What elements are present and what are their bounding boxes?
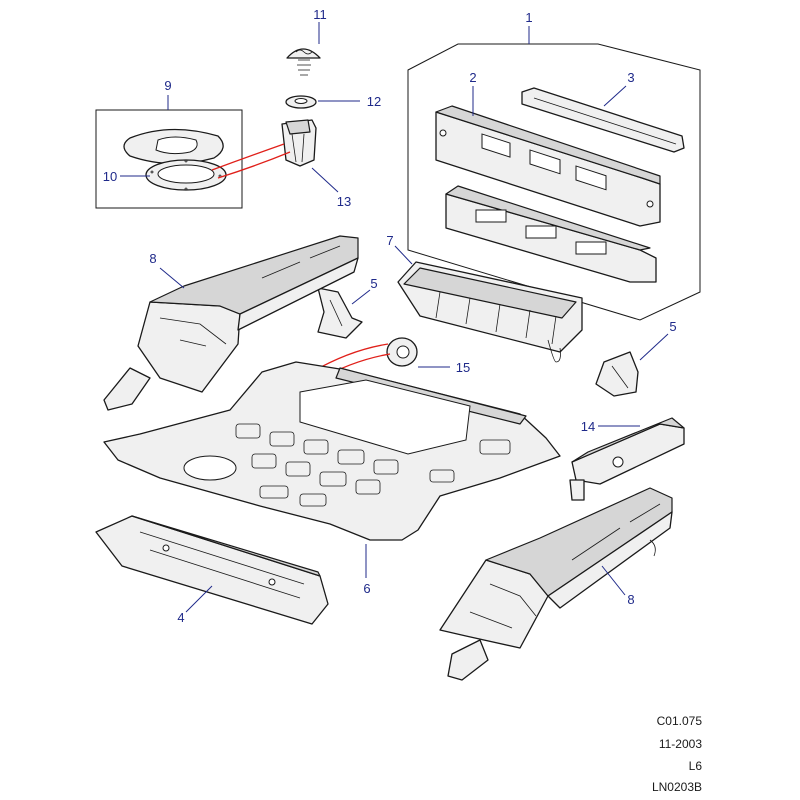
part-5-gusset-left <box>317 287 363 339</box>
callout-8-right: 8 <box>627 592 634 607</box>
callout-5-right: 5 <box>669 319 676 334</box>
callout-5-left: 5 <box>370 276 377 291</box>
part-4-rear-sill <box>95 515 329 625</box>
assembly-box-1 <box>407 43 701 321</box>
callout-13: 13 <box>337 194 351 209</box>
callout-9: 9 <box>164 78 171 93</box>
callout-6: 6 <box>363 581 370 596</box>
callout-3: 3 <box>627 70 634 85</box>
callout-4: 4 <box>177 610 184 625</box>
callout-10: 10 <box>103 169 117 184</box>
diagram-model: L6 <box>688 759 702 773</box>
callout-labels: 1 2 3 11 12 13 9 10 8 7 5 5 15 14 6 4 8 <box>103 7 677 625</box>
callout-14: 14 <box>581 419 595 434</box>
part-10-seal-ring <box>145 159 227 191</box>
part-8-side-member-left <box>103 235 359 411</box>
callout-15: 15 <box>456 360 470 375</box>
callout-2: 2 <box>469 70 476 85</box>
part-9-plate <box>123 128 224 165</box>
callout-12: 12 <box>367 94 381 109</box>
callout-8-left: 8 <box>149 251 156 266</box>
diagram-code: C01.075 <box>656 714 702 728</box>
part-6-floor-pan <box>103 361 561 541</box>
callout-1: 1 <box>525 10 532 25</box>
part-5-gusset-right <box>595 351 639 397</box>
part-14-cross-rail <box>569 417 685 501</box>
callout-7: 7 <box>386 233 393 248</box>
callout-11: 11 <box>313 7 327 22</box>
part-13-clip-nut <box>281 119 317 167</box>
part-12-washer <box>285 95 317 109</box>
diagram-date: 11-2003 <box>658 737 702 751</box>
part-8-side-member-right <box>439 487 673 681</box>
part-7-tray <box>397 261 583 363</box>
highlight-lines-13 <box>211 143 291 179</box>
part-15-grommet <box>386 337 418 367</box>
diagram-reference: LN0203B <box>651 780 702 794</box>
part-3-bracket <box>521 87 685 153</box>
part-2-crossmember <box>435 105 661 227</box>
part-1-lower-crossmember <box>445 185 657 283</box>
leader-lines <box>120 22 669 613</box>
part-11-clip <box>286 48 321 76</box>
